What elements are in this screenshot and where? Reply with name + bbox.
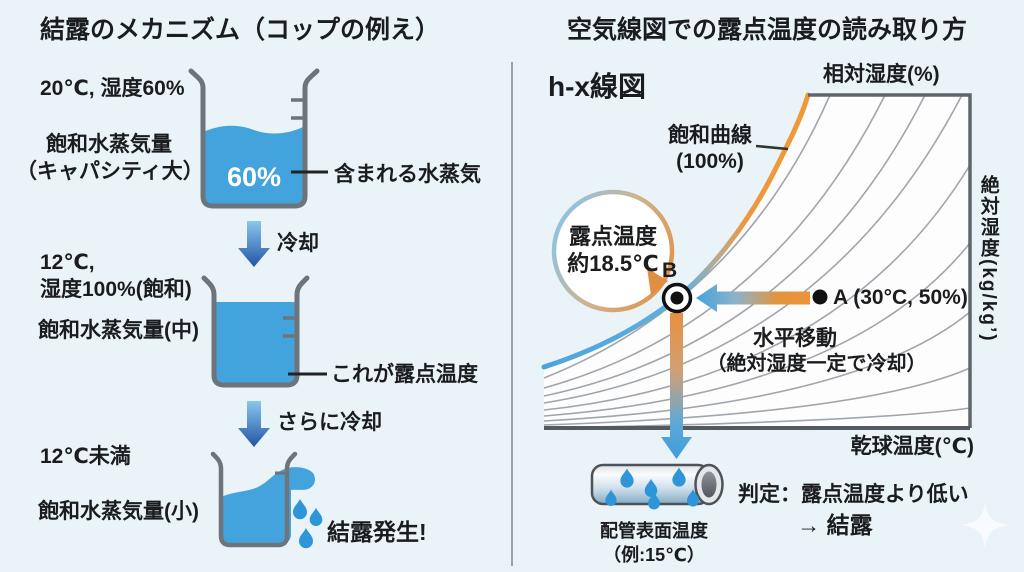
beaker-2-water	[214, 302, 297, 385]
axis-label-relative-humidity: 相対湿度(%)	[823, 63, 940, 86]
chart-plot-area	[544, 95, 970, 428]
magnifier-text: 露点温度 約18.5℃	[553, 223, 673, 277]
overflow-drops	[293, 499, 323, 549]
stage1-capacity: 飽和水蒸気量 （キャパシティ大）	[16, 131, 204, 185]
horizontal-move-sublabel: （絶対湿度一定で冷却）	[706, 353, 927, 375]
pipe-bore	[701, 471, 717, 498]
stage2-condition-line2: 湿度100%(飽和)	[40, 278, 192, 301]
point-a-dot	[812, 289, 828, 305]
saturation-curve	[541, 92, 811, 370]
stage1-callout: 含まれる水蒸気	[334, 163, 481, 186]
beaker-stage-1	[188, 68, 328, 209]
horizontal-move-label: 水平移動	[753, 327, 837, 350]
stage2-capacity: 飽和水蒸気量(中)	[38, 319, 199, 342]
pipe-label-line2: （例:15℃）	[603, 545, 705, 565]
magnifier-text-line1: 露点温度	[568, 224, 657, 249]
stage2-condition-line1: 12℃,	[40, 251, 95, 274]
magnifier-circle	[551, 189, 675, 313]
beaker-1-outline	[188, 68, 320, 209]
stage3-result: 結露発生!	[327, 519, 427, 545]
judgement-line1: 判定：露点温度より低い	[738, 483, 969, 506]
hx-diagram-label: h-x線図	[548, 71, 647, 102]
saturation-curve-label-line1: 飽和曲線	[668, 124, 752, 147]
watermark-star-icon	[961, 502, 1009, 548]
magnifier-pointer	[647, 268, 668, 295]
stage2-condition: 12℃, 湿度100%(飽和)	[40, 249, 192, 303]
point-b-label: B	[662, 259, 678, 282]
cooling-arrow-1	[238, 221, 270, 267]
cooling-arrow-1-label: 冷却	[277, 232, 319, 255]
beaker-stage-3	[210, 451, 323, 549]
beaker-2-ticks	[283, 316, 299, 338]
pipe-illustration	[590, 463, 724, 510]
stage3-capacity: 飽和水蒸気量(小)	[38, 500, 199, 523]
magnifier-text-line2: 約18.5℃	[567, 251, 659, 276]
stage2-callout: これが露点温度	[331, 363, 478, 386]
stage3-condition: 12℃未満	[40, 445, 131, 468]
saturation-curve-label: 飽和曲線 (100%)	[650, 123, 770, 175]
saturation-curve-label-line2: (100%)	[676, 150, 744, 173]
left-panel-title: 結露のメカニズム（コップの例え）	[40, 16, 441, 44]
stage1-capacity-line2: （キャパシティ大）	[16, 160, 204, 183]
beaker-3-water-overflow	[221, 467, 316, 543]
stage1-capacity-line1: 飽和水蒸気量	[46, 133, 172, 156]
beaker-3-outline	[210, 451, 298, 548]
cooling-arrow-2	[238, 401, 270, 447]
right-panel-title: 空気線図での露点温度の読み取り方	[566, 16, 967, 44]
axis-label-absolute-humidity: 絶対湿度(kg/kg’)	[977, 175, 999, 343]
pipe-label: 配管表面温度 （例:15℃）	[584, 519, 724, 567]
beaker-1-ticks	[291, 98, 307, 120]
stage1-water-percent: 60%	[226, 162, 282, 192]
condensation-drops	[605, 467, 699, 510]
point-b-marker	[661, 282, 693, 314]
beaker-2-outline	[201, 275, 310, 388]
axis-label-dry-bulb: 乾球温度(℃)	[850, 435, 974, 458]
horizontal-cooling-arrow	[696, 284, 810, 312]
beaker-1-water	[203, 125, 305, 206]
beaker-stage-2	[201, 275, 327, 388]
point-a-label: A (30°C, 50%)	[833, 286, 968, 309]
cooling-arrow-2-label: さらに冷却	[277, 411, 382, 434]
judgement-line2: → 結露	[797, 512, 873, 538]
saturation-callout-line	[755, 144, 789, 151]
pipe-label-line1: 配管表面温度	[600, 521, 708, 541]
vertical-drop-arrow	[661, 313, 692, 459]
relative-humidity-curves	[543, 94, 971, 429]
hx-chart	[541, 92, 972, 459]
stage1-condition: 20℃, 湿度60%	[40, 77, 185, 100]
chart-border	[808, 93, 972, 428]
